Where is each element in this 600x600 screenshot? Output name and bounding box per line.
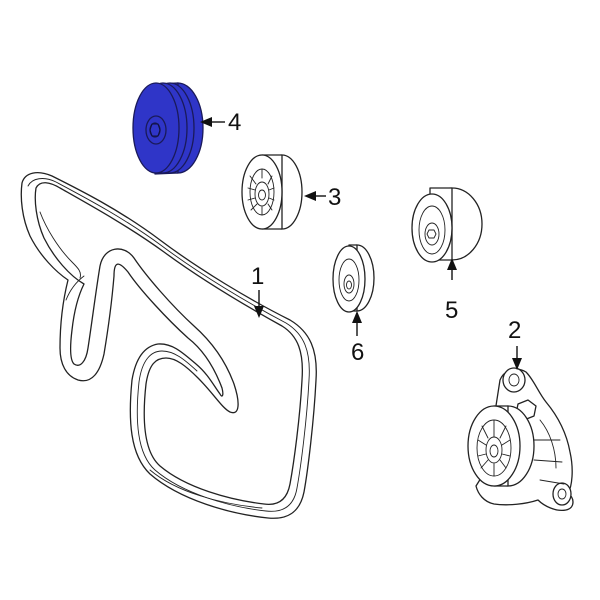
grooved-pulley-highlighted[interactable]	[132, 82, 204, 175]
callout-label-2: 2	[508, 317, 521, 344]
callout-label-1: 1	[251, 263, 264, 290]
idler-pulley-small-callout: 6	[351, 311, 364, 366]
callout-label-4: 4	[228, 109, 241, 136]
idler-pulley-smooth[interactable]	[411, 187, 483, 263]
callout-label-6: 6	[351, 339, 364, 366]
idler-pulley-flat-callout: 3	[304, 184, 341, 211]
belt-tensioner[interactable]	[467, 367, 574, 512]
idler-pulley-small[interactable]	[332, 244, 375, 313]
idler-pulley-flat[interactable]	[241, 154, 303, 230]
serpentine-belt[interactable]	[20, 172, 317, 519]
belt-callout: 1	[251, 263, 264, 318]
idler-pulley-smooth-callout: 5	[445, 258, 458, 324]
grooved-pulley-callout: 4	[200, 109, 241, 136]
callout-label-5: 5	[445, 297, 458, 324]
belt-tensioner-callout: 2	[508, 317, 522, 370]
callout-label-3: 3	[328, 184, 341, 211]
